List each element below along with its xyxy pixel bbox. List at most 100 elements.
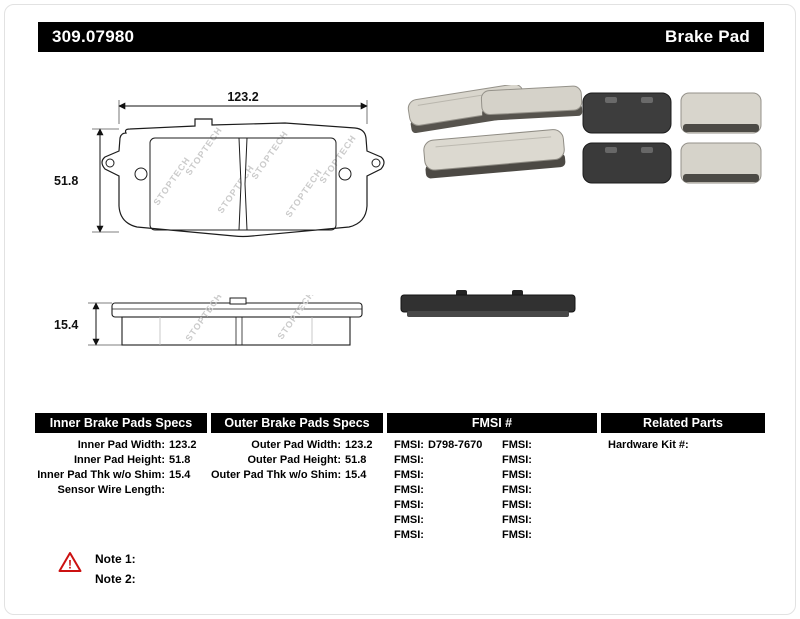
fmsi-label: FMSI: xyxy=(502,469,532,481)
right-abutment-hole xyxy=(338,167,352,181)
related-label: Hardware Kit #: xyxy=(608,439,689,451)
inner-specs-column: Inner Brake Pads Specs Inner Pad Width: … xyxy=(35,413,207,498)
pad-photo-5 xyxy=(680,142,762,184)
pad-photo-3 xyxy=(423,129,566,179)
fmsi-label: FMSI: xyxy=(394,529,424,541)
pad-front-view-drawing: 123.2 51.8 STOPTECH STOPTECH STOPTECH ST… xyxy=(54,90,385,238)
thickness-dimension-label: 15.4 xyxy=(54,318,78,332)
fmsi-value xyxy=(424,499,428,511)
fmsi-header: FMSI # xyxy=(387,413,597,433)
fmsi-label: FMSI: xyxy=(502,439,532,451)
note-1: Note 1: xyxy=(95,552,136,566)
fmsi-value xyxy=(532,514,536,526)
spec-row: Outer Pad Width: 123.2 xyxy=(211,438,383,453)
spec-row: Inner Pad Thk w/o Shim: 15.4 xyxy=(35,468,207,483)
fmsi-left-column: FMSI:D798-7670 FMSI: FMSI: FMSI: FMSI: F… xyxy=(387,438,495,543)
brake-pad-side-photo xyxy=(400,290,576,317)
outer-specs-column: Outer Brake Pads Specs Outer Pad Width: … xyxy=(211,413,383,483)
fmsi-row: FMSI: xyxy=(495,468,593,483)
pad-edge-view-drawing: 15.4 STOPTECH STOPTECH xyxy=(54,295,363,346)
left-ear-hole xyxy=(105,158,115,168)
title-bar: 309.07980 Brake Pad xyxy=(38,22,764,52)
inner-specs-header: Inner Brake Pads Specs xyxy=(35,413,207,433)
shim-tab xyxy=(229,297,247,305)
note-2: Note 2: xyxy=(95,572,136,586)
backing-plate-photo-2 xyxy=(582,142,672,184)
pad-photo-4 xyxy=(680,92,762,134)
spec-label: Inner Pad Height: xyxy=(73,454,165,466)
spec-row: Inner Pad Height: 51.8 xyxy=(35,453,207,468)
fmsi-value xyxy=(424,469,428,481)
fmsi-label: FMSI: xyxy=(394,469,424,481)
spec-row: Outer Pad Thk w/o Shim: 15.4 xyxy=(211,468,383,483)
fmsi-row: FMSI: xyxy=(387,513,495,528)
spec-label: Inner Pad Width: xyxy=(77,439,165,451)
fmsi-value xyxy=(532,439,536,451)
related-value xyxy=(689,439,693,451)
backing-plate-photo-1 xyxy=(582,92,672,134)
center-slot xyxy=(238,137,248,231)
fmsi-value xyxy=(424,454,428,466)
spec-label: Inner Pad Thk w/o Shim: xyxy=(37,469,165,481)
fmsi-label: FMSI: xyxy=(502,514,532,526)
fmsi-label: FMSI: xyxy=(394,484,424,496)
fmsi-label: FMSI: xyxy=(502,499,532,511)
fmsi-label: FMSI: xyxy=(502,484,532,496)
spec-value: 51.8 xyxy=(169,454,191,466)
spec-label: Outer Pad Height: xyxy=(247,454,341,466)
width-dimension-label: 123.2 xyxy=(227,90,258,104)
product-name: Brake Pad xyxy=(665,27,750,46)
fmsi-row: FMSI:D798-7670 xyxy=(387,438,495,453)
part-number: 309.07980 xyxy=(52,27,135,46)
spec-value: 51.8 xyxy=(345,454,367,466)
height-dimension-label: 51.8 xyxy=(54,174,78,188)
related-parts-header: Related Parts xyxy=(601,413,765,433)
fmsi-value xyxy=(532,484,536,496)
fmsi-label: FMSI: xyxy=(394,439,424,451)
fmsi-row: FMSI: xyxy=(495,453,593,468)
fmsi-row: FMSI: xyxy=(495,498,593,513)
fmsi-label: FMSI: xyxy=(394,514,424,526)
fmsi-value xyxy=(532,529,536,541)
fmsi-value xyxy=(532,469,536,481)
fmsi-row: FMSI: xyxy=(495,483,593,498)
right-ear-hole xyxy=(371,158,381,168)
fmsi-value: D798-7670 xyxy=(427,439,483,451)
svg-text:!: ! xyxy=(68,558,72,572)
fmsi-row: FMSI: xyxy=(495,438,593,453)
spec-row: Inner Pad Width: 123.2 xyxy=(35,438,207,453)
spec-value: 123.2 xyxy=(169,439,197,451)
fmsi-row: FMSI: xyxy=(387,483,495,498)
fmsi-row: FMSI: xyxy=(387,528,495,543)
fmsi-value xyxy=(424,484,428,496)
brake-pads-photo xyxy=(407,85,762,184)
fmsi-label: FMSI: xyxy=(394,454,424,466)
spec-label: Outer Pad Thk w/o Shim: xyxy=(211,469,342,481)
fmsi-value xyxy=(532,454,536,466)
spec-tables: Inner Brake Pads Specs Inner Pad Width: … xyxy=(35,413,765,563)
spec-row: Outer Pad Height: 51.8 xyxy=(211,453,383,468)
left-abutment-hole xyxy=(134,167,148,181)
fmsi-right-column: FMSI: FMSI: FMSI: FMSI: FMSI: FMSI: FMSI… xyxy=(495,438,593,543)
fmsi-row: FMSI: xyxy=(495,528,593,543)
spec-value: 15.4 xyxy=(169,469,191,481)
fmsi-label: FMSI: xyxy=(502,454,532,466)
fmsi-row: FMSI: xyxy=(387,498,495,513)
fmsi-value xyxy=(424,529,428,541)
fmsi-column: FMSI # FMSI:D798-7670 FMSI: FMSI: FMSI: … xyxy=(387,413,597,543)
fmsi-value xyxy=(424,514,428,526)
spec-row: Sensor Wire Length: xyxy=(35,483,207,498)
fmsi-label: FMSI: xyxy=(502,529,532,541)
spec-value xyxy=(165,483,169,498)
fmsi-row: FMSI: xyxy=(387,453,495,468)
spec-label: Sensor Wire Length: xyxy=(57,484,165,496)
related-row: Hardware Kit #: xyxy=(601,438,765,453)
spec-value: 15.4 xyxy=(345,469,367,481)
spec-label: Outer Pad Width: xyxy=(251,439,341,451)
fmsi-row: FMSI: xyxy=(495,513,593,528)
shim-profile xyxy=(111,302,363,318)
fmsi-value xyxy=(532,499,536,511)
fmsi-row: FMSI: xyxy=(387,468,495,483)
pad-photo-2 xyxy=(480,85,583,121)
spec-value: 123.2 xyxy=(345,439,373,451)
